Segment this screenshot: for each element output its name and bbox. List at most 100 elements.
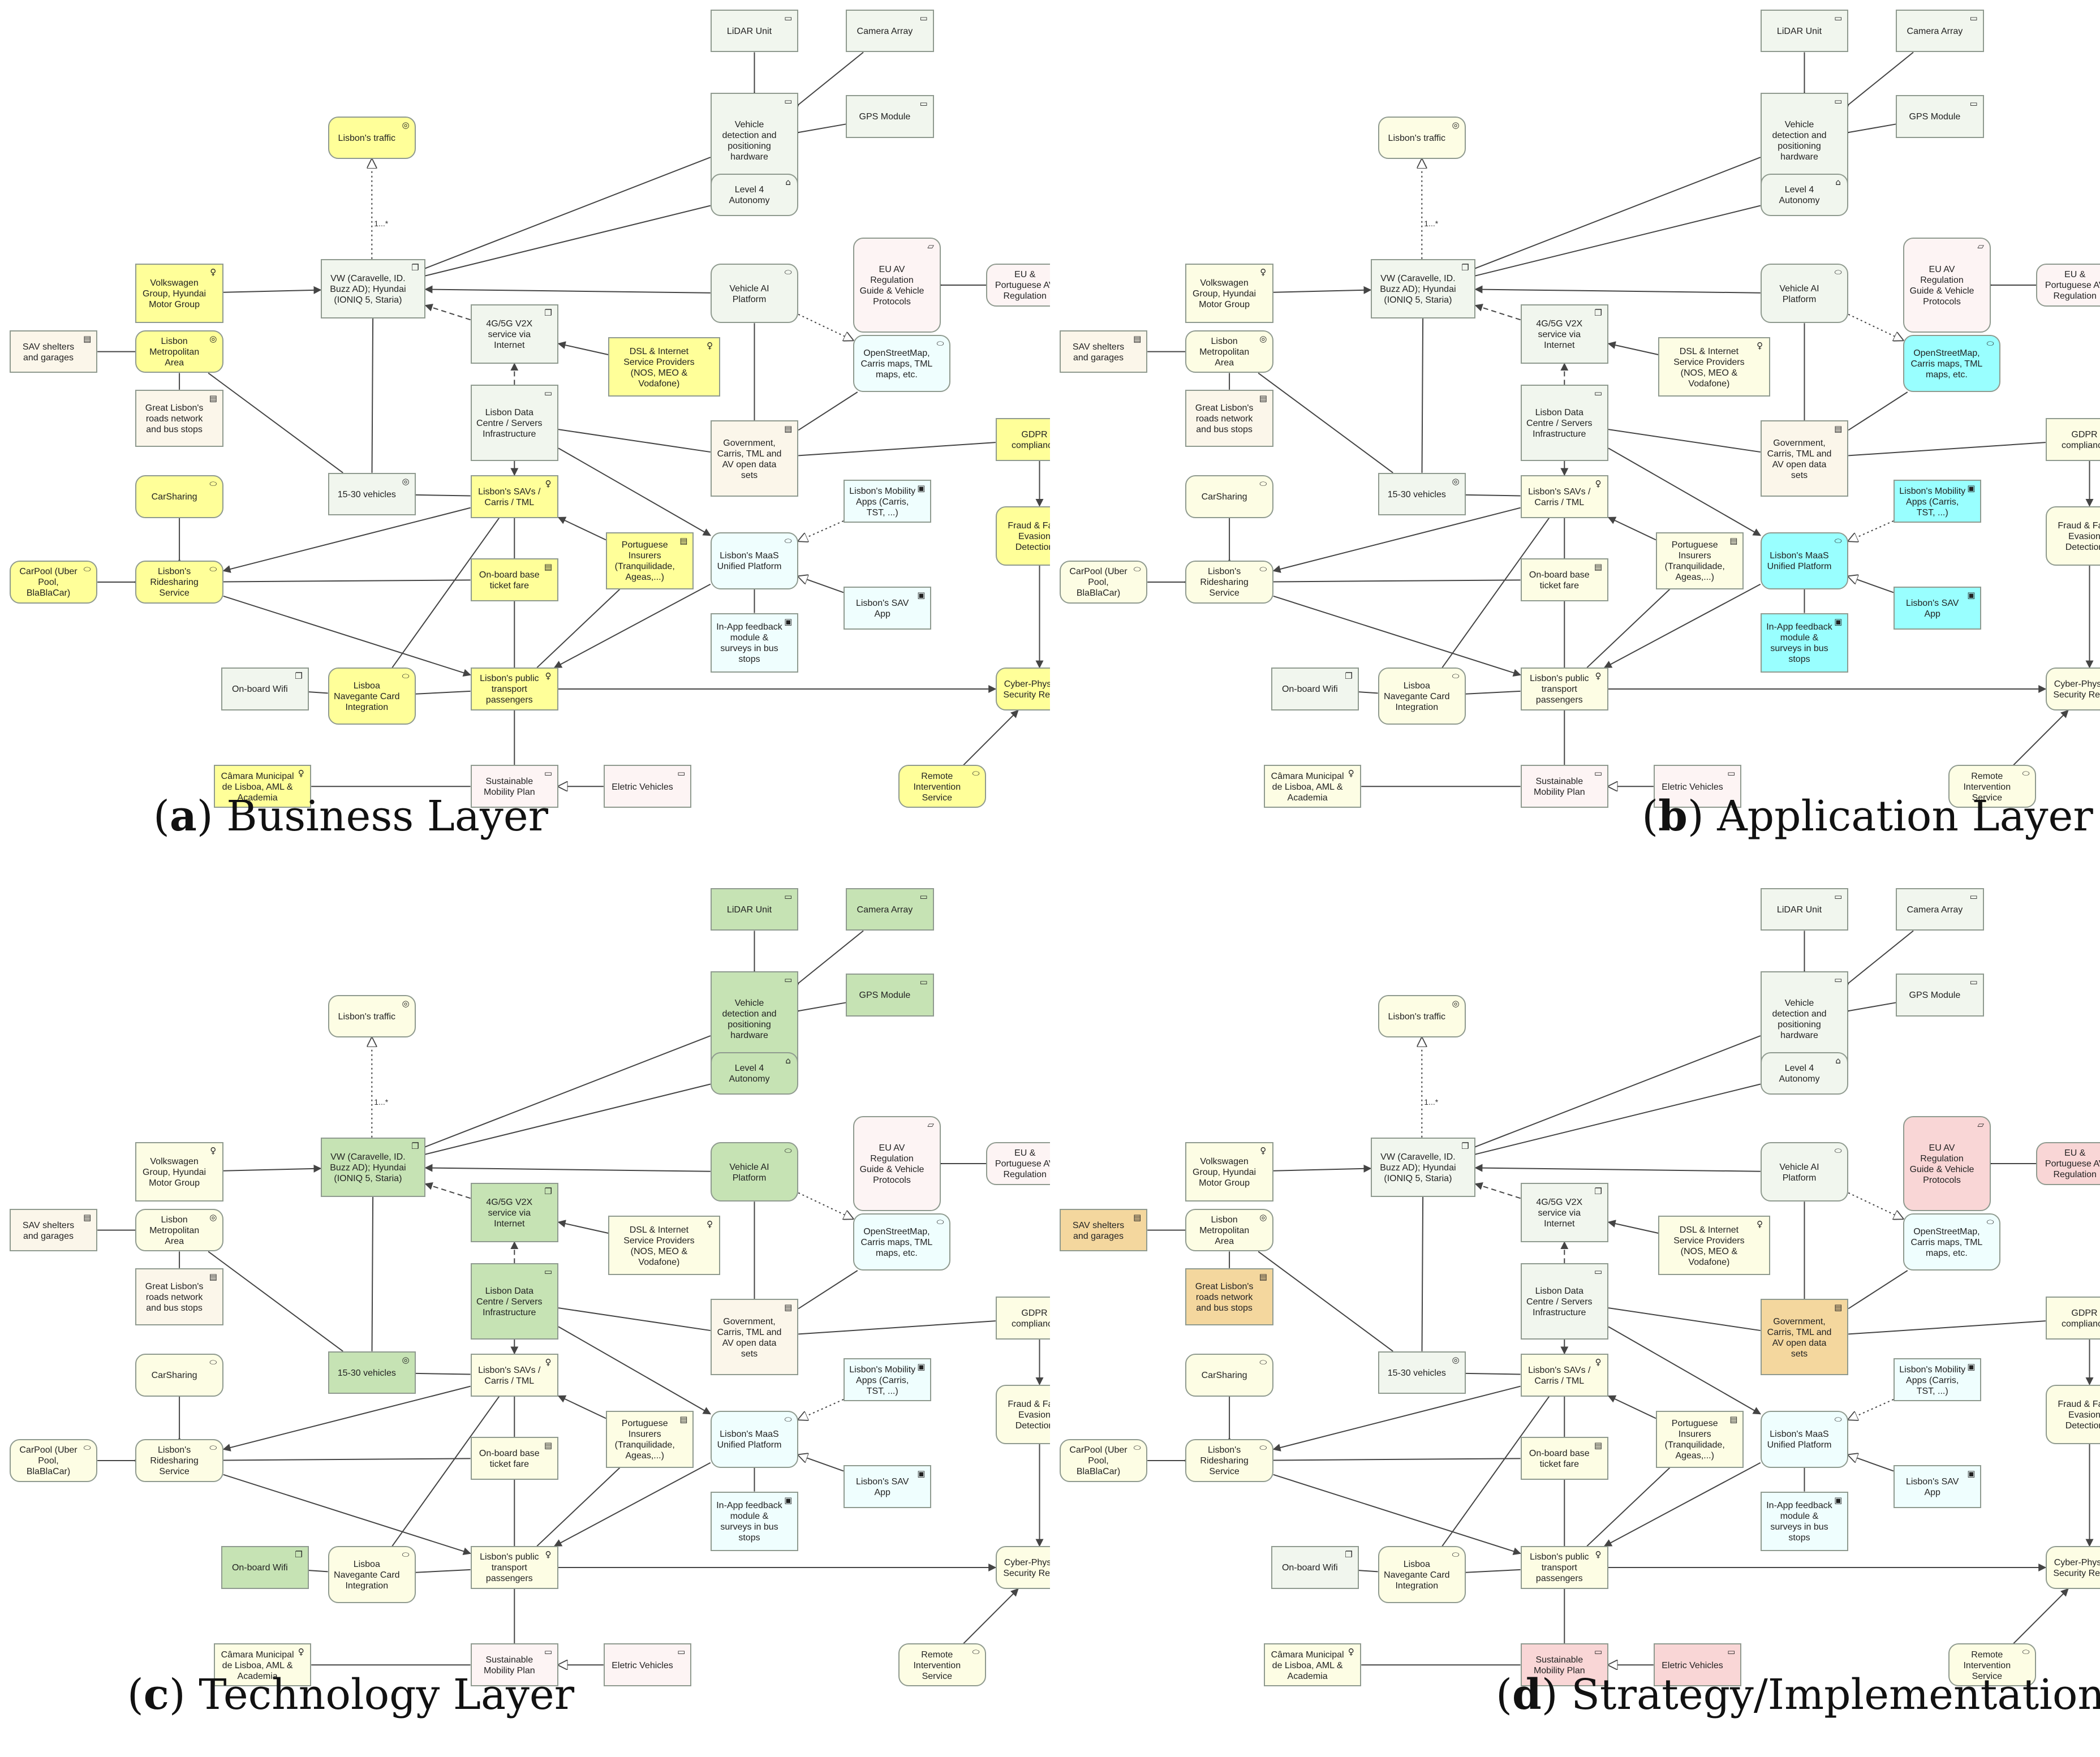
panel-title: Technology Layer — [199, 1670, 575, 1719]
element-camara: Câmara Municipal de Lisboa, AML & Academ… — [1264, 765, 1362, 808]
element-label: EU AV Regulation Guide & Vehicle Protoco… — [1909, 265, 1974, 307]
element-label: EU & Portuguese AV Regulation — [995, 1148, 1050, 1180]
element-label: Vehicle detection and positioning hardwa… — [722, 998, 777, 1040]
element-label: Portuguese Insurers (Tranquilidade, Agea… — [1664, 1419, 1725, 1461]
interaction-icon: ◎ — [1452, 476, 1460, 486]
service-icon: ⬭ — [1834, 1414, 1842, 1424]
relationship-gov-gdpr — [798, 1320, 996, 1335]
element-label: Vehicle AI Platform — [729, 283, 769, 304]
element-label: Câmara Municipal de Lisboa, AML & Academ… — [1271, 771, 1344, 803]
relationship-insur-pass — [536, 588, 621, 668]
element-label: 15-30 vehicles — [1387, 490, 1446, 500]
element-label: Portuguese Insurers (Tranquilidade, Agea… — [1664, 540, 1725, 583]
element-label: Remote Intervention Service — [1963, 771, 2011, 803]
relationship-apps-maas — [1848, 1398, 1894, 1420]
relationship-card-pass — [415, 690, 471, 695]
element-label: Lisbon Data Centre / Servers Infrastruct… — [476, 1286, 543, 1318]
relationship-vai-osm — [798, 1192, 853, 1219]
element-camera: Camera Array▭ — [846, 9, 934, 53]
contract-icon: ▤ — [544, 1440, 553, 1450]
panel-c: 1...*LiDAR Unit▭Camera Array▭GPS Module▭… — [0, 878, 1050, 1757]
element-label: Government, Carris, TML and AV open data… — [717, 438, 782, 480]
element-label: Lisbon's SAV App — [855, 1477, 909, 1498]
element-gdpr: GDPR compliance▤ — [995, 418, 1050, 461]
element-label: Great Lisbon's roads network and bus sto… — [145, 403, 204, 434]
goal-icon: ▭ — [1594, 1647, 1603, 1657]
relationship-lma-v1530 — [1258, 372, 1393, 473]
relationship-vai-osm — [1848, 313, 1903, 341]
relationship-apps-maas — [798, 1398, 844, 1420]
element-label: 4G/5G V2X service via Internet — [486, 1197, 533, 1229]
element-label: Sustainable Mobility Plan — [483, 1655, 535, 1676]
relationship-vag-vw — [1273, 286, 1372, 294]
element-label: EU & Portuguese AV Regulation — [2045, 270, 2100, 302]
element-vdet: Vehicle detection and positioning hardwa… — [710, 92, 799, 188]
device-icon: ▭ — [784, 891, 793, 902]
actor-icon: ♀ — [1348, 1647, 1354, 1657]
service-icon: ⬭ — [209, 479, 217, 489]
device-icon: ▭ — [919, 12, 928, 23]
element-ldc: Lisbon Data Centre / Servers Infrastruct… — [470, 1263, 558, 1340]
panel-caption: (d) Strategy/Implementation Layer — [1496, 1670, 2100, 1719]
relationship-v2x-vw — [1474, 1182, 1521, 1199]
element-label: EU & Portuguese AV Regulation — [2045, 1148, 2100, 1180]
actor-icon: ♀ — [1260, 267, 1267, 278]
relationship-apps-maas — [798, 520, 844, 541]
node-icon: ❐ — [1461, 1140, 1469, 1151]
relationship-ride-onboard — [1273, 579, 1521, 583]
interaction-icon: ◎ — [1452, 1354, 1460, 1365]
element-label: CarPool (Uber Pool, BlaBlaCar) — [1069, 567, 1128, 598]
element-label: Eletric Vehicles — [612, 782, 673, 792]
relationship-lvl4-vw — [1464, 1083, 1761, 1160]
relationship-ldc-gov — [558, 1307, 711, 1332]
element-lma: Lisbon Metropolitan Area◎ — [1185, 330, 1273, 373]
element-label: CarPool (Uber Pool, BlaBlaCar) — [1069, 1445, 1128, 1477]
element-label: Lisbon Metropolitan Area — [1199, 337, 1250, 368]
element-label: EU AV Regulation Guide & Vehicle Protoco… — [859, 265, 924, 307]
service-icon: ⬭ — [1986, 338, 1994, 349]
service-icon: ⬭ — [1259, 1442, 1267, 1453]
node-icon: ❐ — [544, 1186, 552, 1196]
element-label: Lisbon's SAVs / Carris / TML — [478, 486, 541, 507]
element-label: VW (Caravelle, ID. Buzz AD); Hyundai (IO… — [330, 1152, 406, 1183]
element-v2x: 4G/5G V2X service via Internet❐ — [1520, 1182, 1608, 1242]
element-label: Lisbon's SAV App — [1905, 1477, 1959, 1498]
contract-icon: ▤ — [1594, 562, 1603, 572]
element-roads: Great Lisbon's roads network and bus sto… — [1185, 389, 1273, 447]
relationship-lvl4-vw — [1464, 205, 1761, 282]
element-vw: VW (Caravelle, ID. Buzz AD); Hyundai (IO… — [1371, 259, 1475, 318]
element-carpool: CarPool (Uber Pool, BlaBlaCar)⬭ — [1059, 561, 1148, 604]
element-remote: Remote Intervention Service⬭ — [898, 765, 986, 808]
element-gps: GPS Module▭ — [846, 95, 934, 138]
element-label: Lisboa Navegante Card Integration — [1384, 1560, 1450, 1591]
goal-icon: ▭ — [544, 768, 553, 779]
element-label: Lisbon's public transport passengers — [1530, 1552, 1589, 1584]
element-vag: Volkswagen Group, Hyundai Motor Group♀ — [135, 1142, 223, 1202]
element-label: On-board Wifi — [1281, 1563, 1338, 1573]
interaction-icon: ◎ — [209, 1212, 217, 1222]
element-carpool: CarPool (Uber Pool, BlaBlaCar)⬭ — [9, 561, 98, 604]
device-icon: ▭ — [919, 98, 928, 109]
multiplicity-label: 1...* — [374, 1097, 388, 1106]
element-label: CarSharing — [151, 492, 197, 502]
relationship-vw-v1530 — [371, 318, 374, 473]
element-smp: Sustainable Mobility Plan▭ — [1520, 765, 1608, 808]
component-icon: ▣ — [917, 1469, 926, 1479]
element-apps: Lisbon's Mobility Apps (Carris, TST, ...… — [844, 480, 932, 523]
element-label: Lisbon Metropolitan Area — [149, 1215, 200, 1247]
element-savs: Lisbon's SAVs / Carris / TML♀ — [470, 1354, 558, 1397]
service-icon: ⬭ — [972, 768, 980, 779]
element-remote: Remote Intervention Service⬭ — [898, 1643, 986, 1686]
relationship-v2x-vw — [424, 303, 471, 321]
element-feedback: In-App feedback module & surveys in bus … — [1760, 1491, 1849, 1551]
element-traffic: Lisbon's traffic◎ — [328, 116, 416, 160]
element-ev: Eletric Vehicles▭ — [603, 1643, 692, 1686]
actor-icon: ♀ — [210, 1146, 217, 1156]
element-label: Lisbon's MaaS Unified Platform — [717, 551, 782, 572]
service-icon: ⬭ — [402, 1549, 410, 1560]
element-onboard: On-board base ticket fare▤ — [1520, 558, 1608, 601]
multiplicity-label: 1...* — [374, 219, 388, 228]
element-label: In-App feedback module & surveys in bus … — [1766, 622, 1832, 665]
element-wifi: On-board Wifi❐ — [221, 1546, 309, 1589]
actor-icon: ♀ — [1595, 1357, 1602, 1367]
